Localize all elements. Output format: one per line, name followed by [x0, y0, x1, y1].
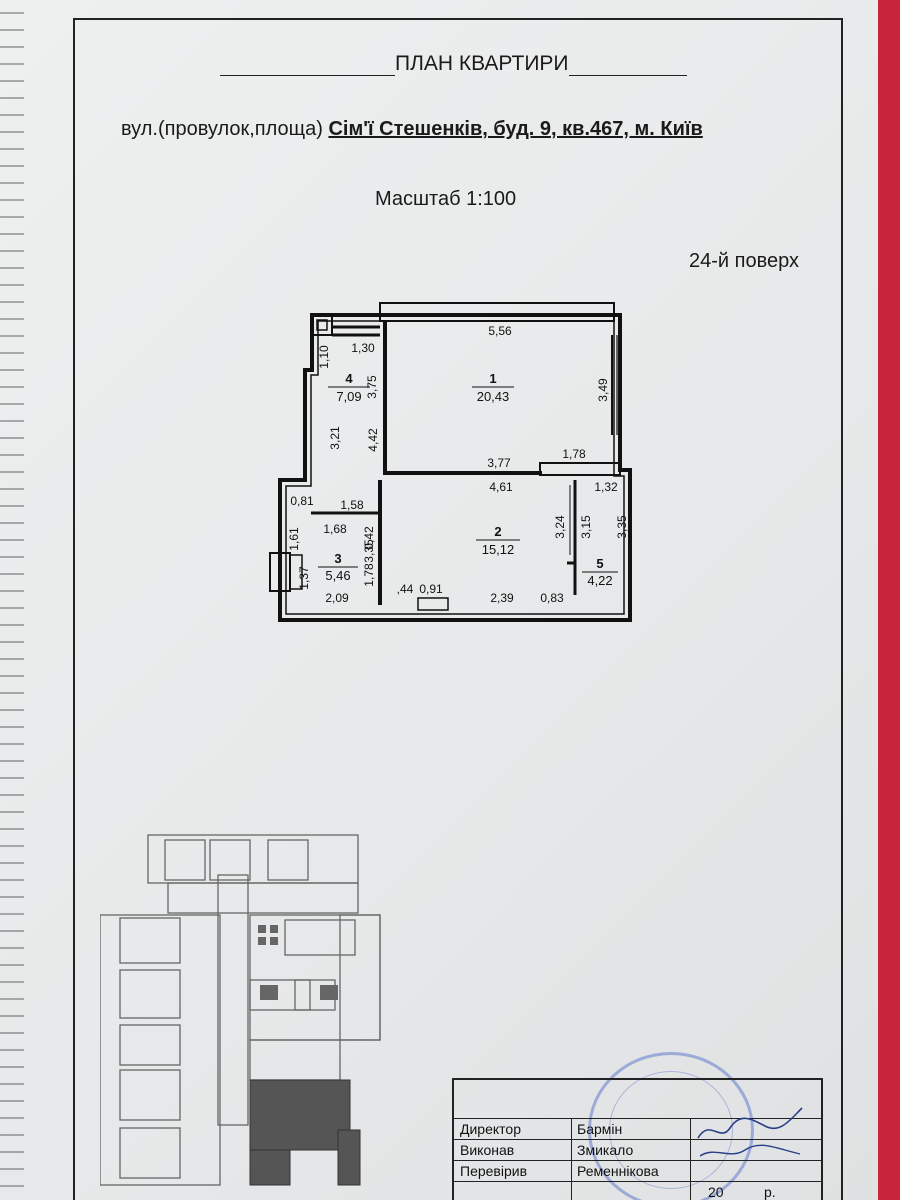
role-label: Директор: [460, 1121, 521, 1137]
signature-row-director: Директор Бармін: [454, 1118, 821, 1139]
dim-label: 5,56: [488, 324, 512, 338]
dim-label: 1,78: [562, 447, 586, 461]
drawing-frame: [73, 18, 843, 1200]
signature-row-executor: Виконав Змикало: [454, 1139, 821, 1160]
room-3-number: 3: [334, 551, 341, 566]
room-5-area: 4,22: [587, 573, 612, 588]
room-4-number: 4: [345, 371, 353, 386]
dim-label: 0,91: [419, 582, 443, 596]
signature-table: Директор Бармін Виконав Змикало Перевіри…: [452, 1078, 823, 1200]
dim-label: 3,77: [487, 456, 511, 470]
room-1-area: 20,43: [477, 389, 510, 404]
dim-label: 3,15: [579, 515, 593, 539]
room-4-area: 7,09: [336, 389, 361, 404]
official-seal-stamp: [588, 1052, 754, 1200]
dim-label: 0,81: [290, 494, 314, 508]
dim-label: 4,42: [366, 428, 380, 452]
room-3-area: 5,46: [325, 568, 350, 583]
dim-label: 4,61: [489, 480, 513, 494]
dim-label: 1,32: [594, 480, 618, 494]
dim-label: ,44: [397, 582, 414, 596]
dim-label: 1,37: [297, 566, 311, 590]
date-row: 20 р.: [454, 1181, 821, 1200]
dim-label: 3,35: [615, 515, 629, 539]
dim-label: 1,58: [340, 498, 364, 512]
room-5-number: 5: [596, 556, 603, 571]
role-label: Виконав: [460, 1142, 515, 1158]
dim-label: 1,68: [323, 522, 347, 536]
signature-row-checker: Перевірив Ременнікова: [454, 1160, 821, 1181]
role-label: Перевірив: [460, 1163, 528, 1179]
dim-label: 2,39: [490, 591, 514, 605]
document-title: ПЛАН КВАРТИРИ: [395, 52, 569, 75]
dim-label: 1,61: [287, 527, 301, 551]
name-value: Бармін: [577, 1121, 623, 1137]
dim-label: 1,10: [317, 345, 331, 369]
date-value: 20: [708, 1184, 724, 1200]
address-value: Сім'ї Стешенків, буд. 9, кв.467, м. Київ: [328, 118, 703, 140]
dim-label: 0,83: [540, 591, 564, 605]
dim-label: 3,75: [365, 375, 379, 399]
name-value: Ременнікова: [577, 1163, 659, 1179]
dim-label: 3,35: [362, 539, 376, 563]
binding-spiral: [0, 0, 24, 1200]
dim-label: 3,49: [596, 378, 610, 402]
document-title-line: ПЛАН КВАРТИРИ: [220, 52, 687, 76]
dim-label: 0,42: [362, 526, 376, 550]
floor-plan: 1 20,43 2 15,12 3 5,46 4 7,09 5 4,22 5,5…: [269, 302, 632, 622]
dim-label: 2,09: [325, 591, 349, 605]
scale-label: Масштаб 1:100: [375, 188, 517, 210]
room-2-area: 15,12: [482, 542, 515, 557]
address-line: вул.(провулок,площа) Сім'ї Стешенків, бу…: [121, 118, 703, 141]
name-value: Змикало: [577, 1142, 634, 1158]
date-year-label: р.: [764, 1184, 776, 1200]
floor-label: 24-й поверх: [689, 250, 800, 272]
dim-label: 3,24: [553, 515, 567, 539]
address-prefix: вул.(провулок,площа): [121, 118, 323, 140]
handwritten-signatures: [697, 1107, 803, 1157]
dim-label: 1,78: [362, 563, 376, 587]
room-1-number: 1: [489, 371, 496, 386]
room-2-number: 2: [494, 524, 501, 539]
building-site-plan: [100, 834, 381, 1186]
document-sheet: ПЛАН КВАРТИРИ вул.(провулок,площа) Сім'ї…: [0, 0, 878, 1200]
dim-label: 3,21: [328, 426, 342, 450]
dim-label: 1,30: [351, 341, 375, 355]
